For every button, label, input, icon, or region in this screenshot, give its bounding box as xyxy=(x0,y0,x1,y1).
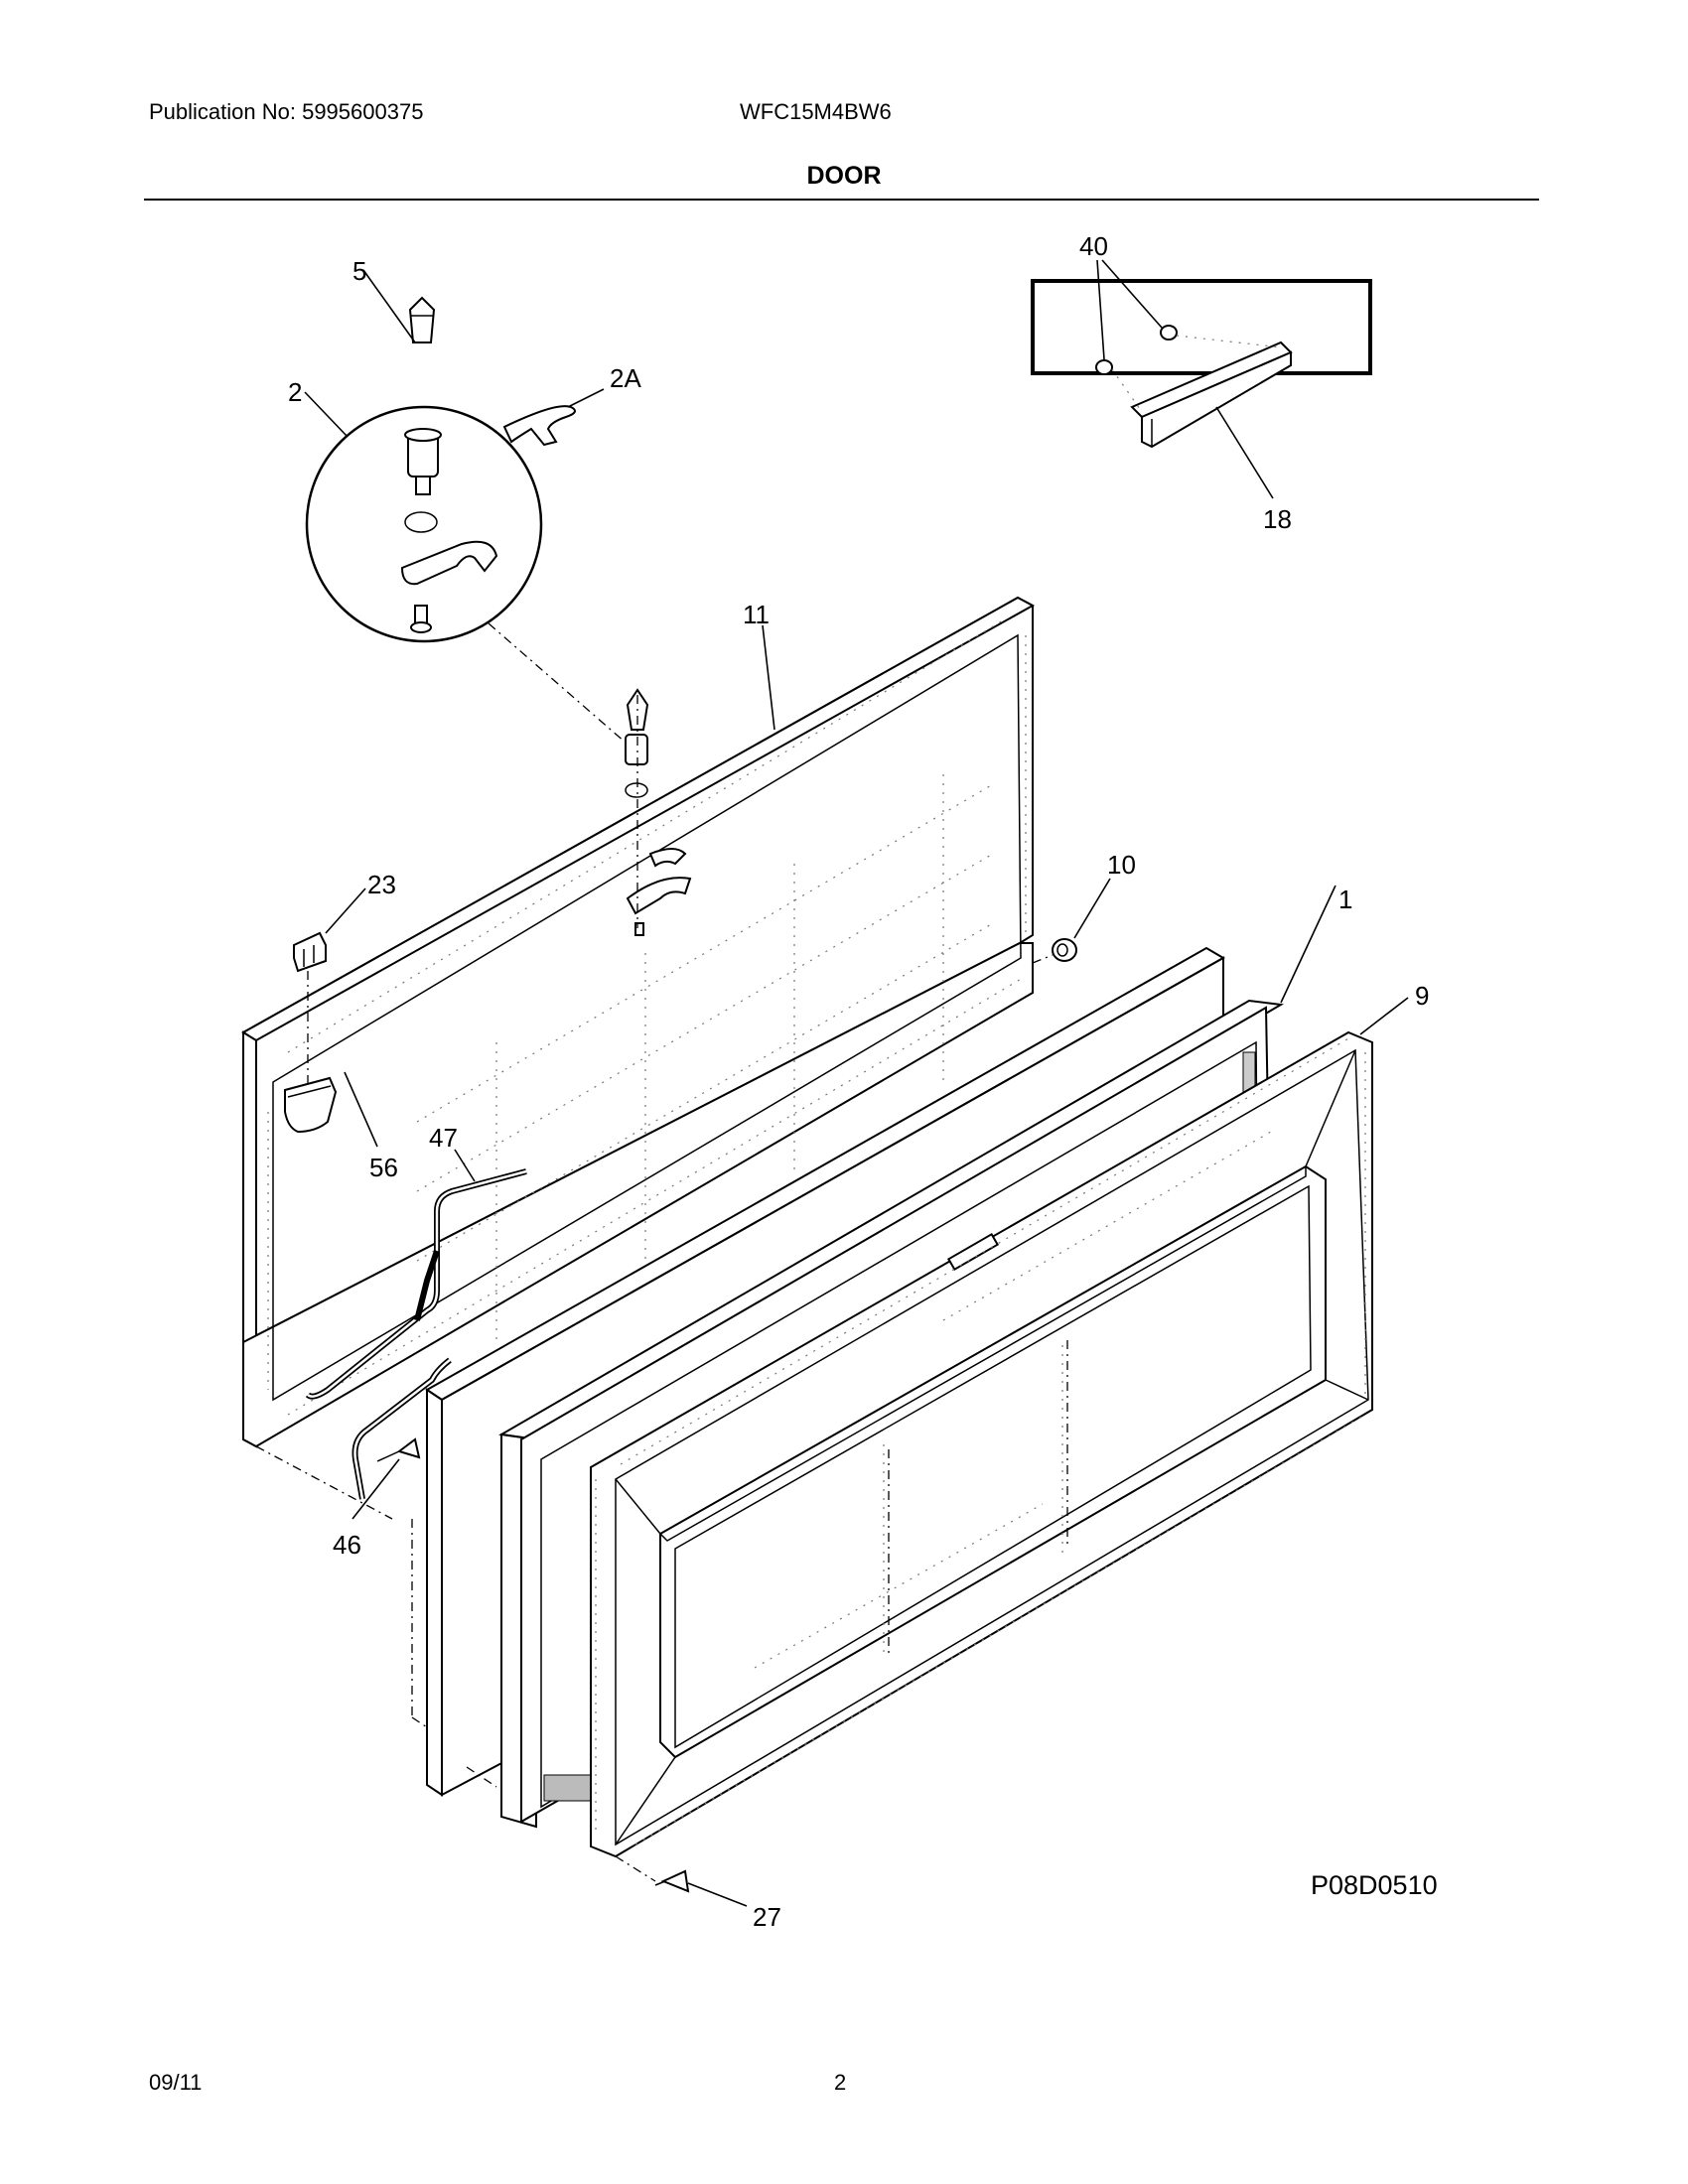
hinge-detail-circle xyxy=(305,405,543,643)
footer-date: 09/11 xyxy=(149,2070,203,2095)
leader-46 xyxy=(352,1458,400,1520)
callout-2: 2 xyxy=(288,377,302,407)
leader-56 xyxy=(344,1071,378,1148)
callout-56: 56 xyxy=(369,1153,398,1182)
page-number: 2 xyxy=(834,2070,847,2095)
callout-23: 23 xyxy=(367,870,396,899)
callout-5: 5 xyxy=(352,256,366,286)
leader-2a xyxy=(567,388,605,408)
leader-5 xyxy=(362,269,416,343)
diagram-code: P08D0510 xyxy=(1311,1870,1438,1900)
part-10-grommet xyxy=(1052,938,1077,962)
panel-hinge-hardware xyxy=(625,688,692,936)
callout-10: 10 xyxy=(1107,850,1136,880)
inset-box xyxy=(1031,259,1372,499)
hinge-o-ring xyxy=(404,511,438,533)
header-divider xyxy=(144,199,1539,201)
callout-2a: 2A xyxy=(610,363,641,393)
leader-47 xyxy=(454,1149,476,1182)
callout-46: 46 xyxy=(333,1530,361,1560)
model-number: WFC15M4BW6 xyxy=(740,99,892,124)
part-56-bin xyxy=(284,1076,338,1134)
leader-1 xyxy=(1280,885,1336,1004)
part-47-wire xyxy=(305,1168,527,1400)
leader-18 xyxy=(1215,406,1274,499)
leader-9 xyxy=(1359,997,1409,1035)
callout-40: 40 xyxy=(1079,231,1108,261)
leader-11 xyxy=(762,624,775,731)
leader-2 xyxy=(304,391,349,438)
page-title: DOOR xyxy=(806,162,882,190)
part-46-screw xyxy=(352,1357,452,1500)
leader-40b xyxy=(1101,259,1163,329)
part-5-hinge-cap xyxy=(408,296,436,343)
leader-27 xyxy=(687,1882,748,1907)
part-9-liner xyxy=(590,1030,1373,1858)
callout-47: 47 xyxy=(429,1123,458,1153)
callout-1: 1 xyxy=(1338,885,1352,914)
part-27-screw xyxy=(654,1869,690,1893)
leader-40a xyxy=(1096,259,1105,360)
leader-10 xyxy=(1073,878,1111,939)
part-11-outer-panel xyxy=(241,596,1036,1448)
callout-11: 11 xyxy=(743,600,770,629)
hinge-arm xyxy=(400,540,498,586)
publication-number: Publication No: 5995600375 xyxy=(149,99,424,124)
part-40-fastener xyxy=(1095,325,1178,375)
part-2a-clip xyxy=(502,405,576,447)
leader-23 xyxy=(325,887,366,934)
hinge-detail xyxy=(305,405,543,643)
callout-9: 9 xyxy=(1415,981,1429,1011)
part-18-handle-bracket xyxy=(1130,341,1293,449)
callout-27: 27 xyxy=(753,1902,781,1932)
part-23-bracket xyxy=(293,931,327,973)
callout-18: 18 xyxy=(1263,504,1292,534)
